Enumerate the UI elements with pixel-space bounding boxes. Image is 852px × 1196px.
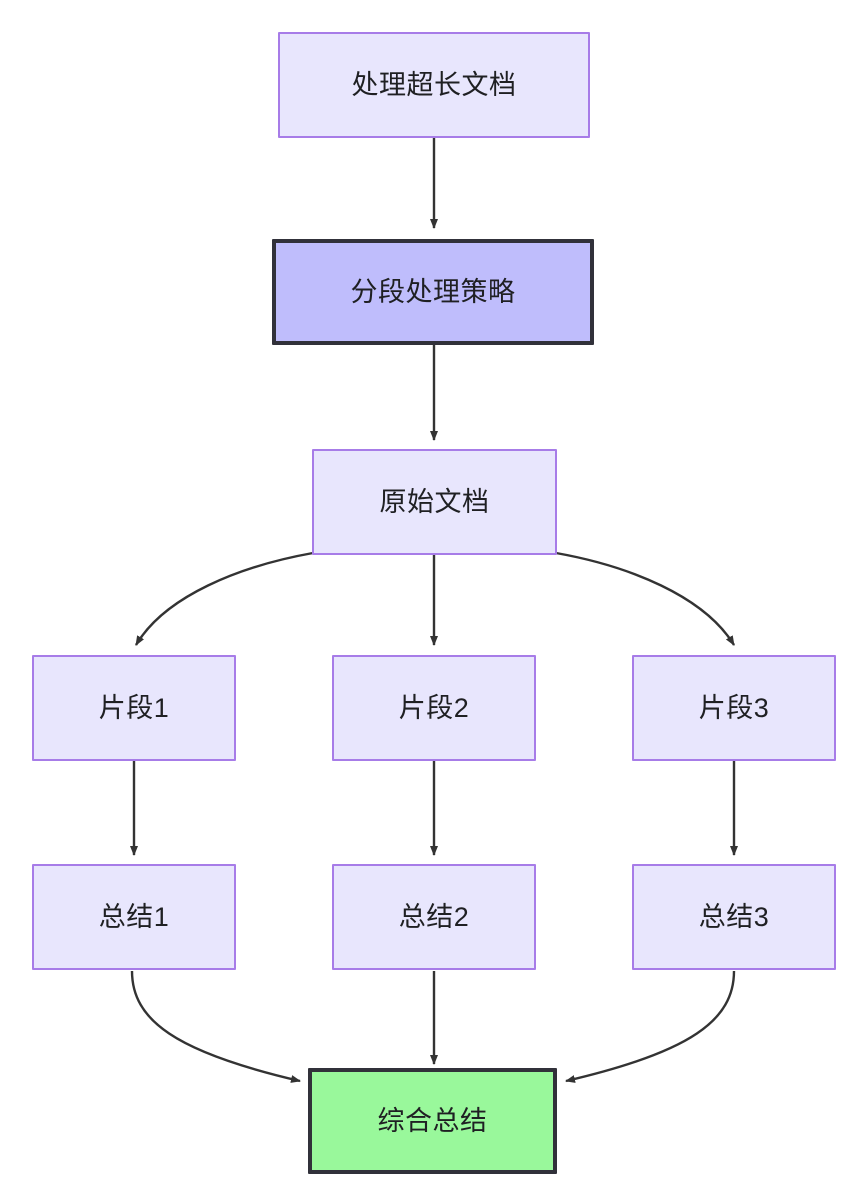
node-strategy[interactable]: 分段处理策略: [272, 239, 594, 345]
node-sum3-label: 总结3: [698, 901, 770, 932]
edge-source-to-chunk1: [134, 551, 314, 646]
node-chunk3-label: 片段3: [698, 692, 770, 723]
node-strategy-label: 分段处理策略: [350, 276, 516, 307]
edge-sum1-to-final: [130, 970, 301, 1083]
edge-source-to-chunk3: [555, 551, 736, 646]
node-doc[interactable]: 处理超长文档: [278, 32, 590, 138]
node-chunk2-label: 片段2: [398, 692, 470, 723]
node-sum2[interactable]: 总结2: [332, 864, 536, 970]
node-chunk2[interactable]: 片段2: [332, 655, 536, 761]
node-chunk1-label: 片段1: [98, 692, 170, 723]
edge-sum3-to-final: [565, 970, 736, 1083]
node-chunk1[interactable]: 片段1: [32, 655, 236, 761]
node-chunk3[interactable]: 片段3: [632, 655, 836, 761]
node-sum1[interactable]: 总结1: [32, 864, 236, 970]
node-doc-label: 处理超长文档: [351, 69, 517, 100]
node-source-label: 原始文档: [379, 486, 490, 517]
node-final[interactable]: 综合总结: [308, 1068, 557, 1174]
node-sum2-label: 总结2: [398, 901, 470, 932]
node-source[interactable]: 原始文档: [312, 449, 557, 555]
node-final-label: 综合总结: [377, 1105, 488, 1136]
node-sum3[interactable]: 总结3: [632, 864, 836, 970]
node-sum1-label: 总结1: [98, 901, 170, 932]
